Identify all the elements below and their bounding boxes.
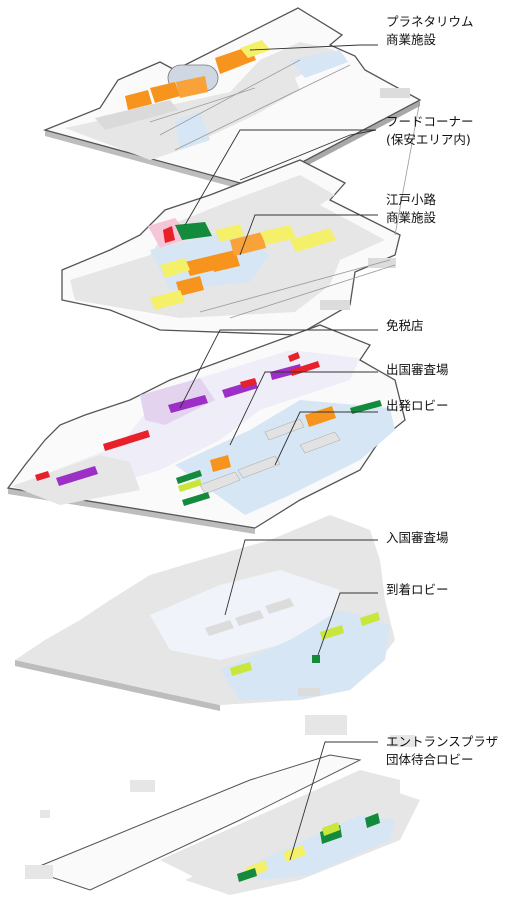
edo-shop-yellow-2 (290, 228, 336, 252)
green-mark-3 (350, 400, 382, 414)
floor-3 (6, 324, 406, 534)
label-edo-alley: 江戸小路 (386, 192, 437, 207)
floor-5-block-a (95, 100, 178, 130)
departure-shop-orange-2 (210, 455, 231, 472)
floor-5 (42, 7, 422, 193)
red-mark-1 (103, 430, 150, 451)
floor-1-block-4 (390, 735, 415, 747)
immigration-booth-2 (235, 610, 264, 626)
floor-1-block-2 (130, 780, 155, 792)
leader-entrance-plaza (289, 741, 378, 861)
edo-shop-orange-2 (210, 250, 240, 272)
label-group-lobby: 団体待合ロビー (386, 752, 474, 767)
edo-green-band (175, 222, 212, 240)
floor-2-small-block (298, 688, 320, 696)
leader-arrival-lobby (317, 592, 378, 656)
arrival-lime-1 (230, 662, 252, 676)
floor-5-side (45, 130, 255, 193)
floor-3-duty-free-area (140, 378, 215, 425)
label-arrival-lobby: 到着ロビー (386, 582, 449, 597)
label-arrival-immigration: 入国審査場 (386, 530, 449, 545)
departure-shop-orange (305, 406, 336, 427)
leader-lines (179, 44, 378, 861)
edo-shop-yellow-5 (215, 224, 244, 242)
leader-planetarium (249, 44, 378, 51)
floor-5-secure-area (175, 112, 210, 150)
plaza-yellow-2 (283, 845, 306, 862)
food-shop-orange-3 (176, 76, 208, 98)
floor-4-small-block-2 (320, 300, 350, 310)
floor-1 (25, 715, 420, 895)
edo-shop-yellow-3 (160, 258, 190, 278)
floor-connection-lines (149, 59, 421, 319)
leader-edo (239, 214, 378, 256)
leader-departure-immigration (229, 371, 378, 446)
label-planetarium: プラネタリウム (386, 14, 474, 29)
leader-arrival-immigration (224, 539, 378, 616)
green-mark-1 (176, 470, 202, 484)
duty-free-purple-1 (168, 395, 208, 413)
floor-1-slab-back (160, 770, 400, 880)
label-departure-immigration: 出国審査場 (386, 362, 449, 377)
immigration-booth-3 (265, 598, 294, 614)
floor-4 (61, 159, 401, 336)
red-mark-3 (288, 352, 300, 362)
duty-free-purple-4 (56, 466, 98, 486)
edo-shop-orange-1 (185, 256, 215, 276)
checkin-counter-1 (199, 471, 241, 495)
edo-shop-yellow-4 (150, 290, 185, 310)
floor-5-small-block (380, 88, 410, 98)
label-entrance-plaza: エントランスプラザ (386, 734, 499, 749)
leader-food-corner (184, 129, 376, 226)
floor-2-arrival-lobby (220, 610, 390, 700)
plaza-green-1 (237, 868, 257, 882)
entrance-plaza-area (250, 815, 395, 880)
leader-food-corner-2 (239, 129, 377, 181)
edo-shop-orange-3 (230, 232, 266, 256)
edo-shop-yellow-1 (260, 225, 296, 245)
edo-shop-orange-4 (176, 276, 204, 296)
leader-departure-lobby (274, 411, 378, 466)
floor-1-block-3 (25, 865, 53, 879)
arrival-lime-3 (360, 612, 380, 626)
red-mark-2 (240, 378, 257, 388)
floor-1-block-5 (40, 810, 50, 818)
leader-duty-free (179, 329, 378, 409)
label-duty-free: 免税店 (386, 318, 424, 333)
planetarium-shop-yellow-1 (240, 40, 270, 58)
food-shop-orange-2 (150, 82, 180, 103)
red-mark-4 (35, 471, 50, 481)
immigration-booth-1 (205, 620, 234, 636)
floor-4-small-block-1 (368, 258, 396, 268)
checkin-counter-2 (237, 455, 281, 479)
lime-mark-1 (178, 479, 202, 492)
floor-1-outline (28, 754, 362, 891)
label-security-area: (保安エリア内) (386, 132, 471, 147)
floor-2 (15, 515, 395, 711)
edo-red-mark (163, 226, 175, 243)
label-commercial-top: 商業施設 (386, 32, 437, 47)
floor-5-slab (65, 42, 335, 160)
arrival-green-post (312, 655, 320, 663)
plaza-green-3 (365, 813, 380, 828)
floor-2-side (15, 660, 220, 711)
arrival-lime-2 (320, 625, 344, 640)
floor-5-secure-area-2 (290, 50, 348, 78)
checkin-counter-4 (299, 431, 341, 454)
green-mark-2 (182, 492, 210, 506)
label-commercial-edo: 商業施設 (386, 210, 437, 225)
label-food-corner: フードコーナー (386, 114, 474, 129)
plaza-lime-1 (322, 822, 340, 836)
food-shop-orange-1 (125, 90, 152, 110)
floor-3-departure-lobby (175, 400, 395, 515)
floor-1-block-1 (305, 715, 347, 735)
label-departure-lobby: 出発ロビー (386, 398, 449, 413)
